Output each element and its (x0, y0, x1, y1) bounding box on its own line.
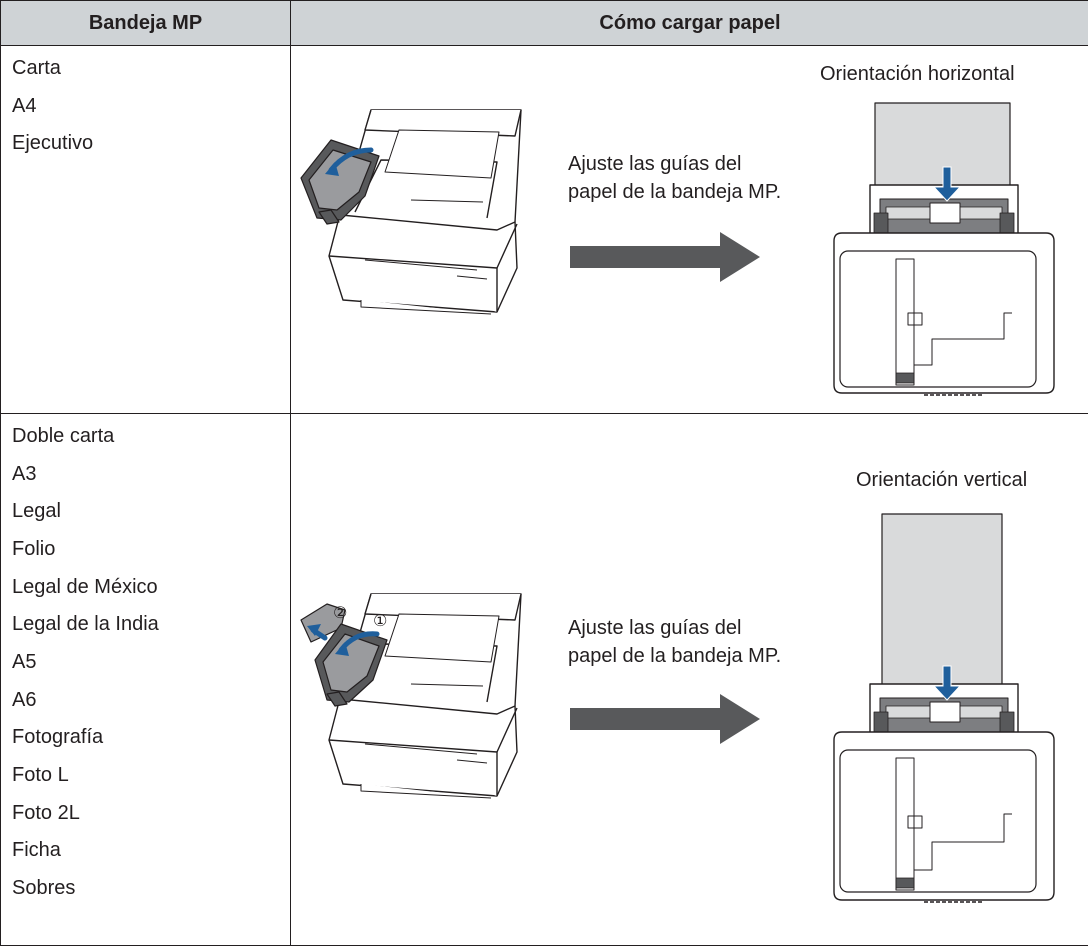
list-item: Ficha (12, 839, 61, 862)
list-item: Doble carta (12, 424, 115, 447)
printer-mp-tray-illustration: ② ① (300, 593, 522, 799)
instruction-line: Ajuste las guías del (568, 153, 742, 175)
instruction-line: papel de la bandeja MP. (568, 644, 782, 667)
list-item: Folio (12, 537, 56, 560)
list-item: Sobres (12, 877, 76, 900)
instruction-line: Ajuste las guías del (568, 616, 742, 639)
list-item: Legal de la India (12, 613, 159, 636)
orientation-label: Orientación vertical (856, 468, 1028, 491)
list-item: Fotografía (12, 726, 104, 749)
instruction-text: Ajuste las guías del papel de la bandeja… (568, 150, 781, 206)
paper-size-cell: Carta A4 Ejecutivo (0, 45, 291, 414)
header-how-to-load: Cómo cargar papel (290, 0, 1088, 46)
list-item: A3 (12, 462, 37, 485)
table-header-row: Bandeja MP Cómo cargar papel (0, 0, 1088, 46)
list-item: A6 (12, 688, 37, 711)
orientation-label: Orientación horizontal (820, 63, 1015, 85)
paper-loading-top-view (833, 102, 1055, 396)
list-item: Foto L (12, 764, 69, 786)
paper-size-list: Doble carta A3 Legal Folio Legal de Méxi… (1, 414, 290, 900)
list-item: Legal de México (12, 575, 158, 598)
paper-loading-top-view (833, 513, 1055, 903)
list-item: Carta (12, 57, 61, 79)
instruction-text: Ajuste las guías del papel de la bandeja… (568, 614, 781, 670)
step-marker: ② (333, 603, 347, 622)
list-item: Ejecutivo (12, 132, 94, 155)
right-arrow-icon (570, 693, 760, 744)
how-to-load-cell: ② ① Ajuste las guías del papel de la ban… (290, 412, 1088, 947)
table-row: Carta A4 Ejecutivo (0, 45, 1088, 414)
printer-mp-tray-illustration (300, 109, 522, 315)
step-marker: ① (373, 611, 387, 630)
how-to-load-cell: Ajuste las guías del papel de la bandeja… (290, 45, 1088, 414)
table-row: Doble carta A3 Legal Folio Legal de Méxi… (0, 412, 1088, 947)
list-item: A4 (12, 94, 37, 117)
right-arrow-icon (570, 232, 760, 282)
list-item: Legal (12, 500, 61, 523)
header-mp-tray: Bandeja MP (0, 0, 291, 46)
list-item: A5 (12, 650, 37, 673)
paper-size-cell: Doble carta A3 Legal Folio Legal de Méxi… (0, 412, 291, 947)
instruction-line: papel de la bandeja MP. (568, 181, 782, 203)
list-item: Foto 2L (12, 801, 80, 824)
paper-size-list: Carta A4 Ejecutivo (1, 46, 290, 155)
